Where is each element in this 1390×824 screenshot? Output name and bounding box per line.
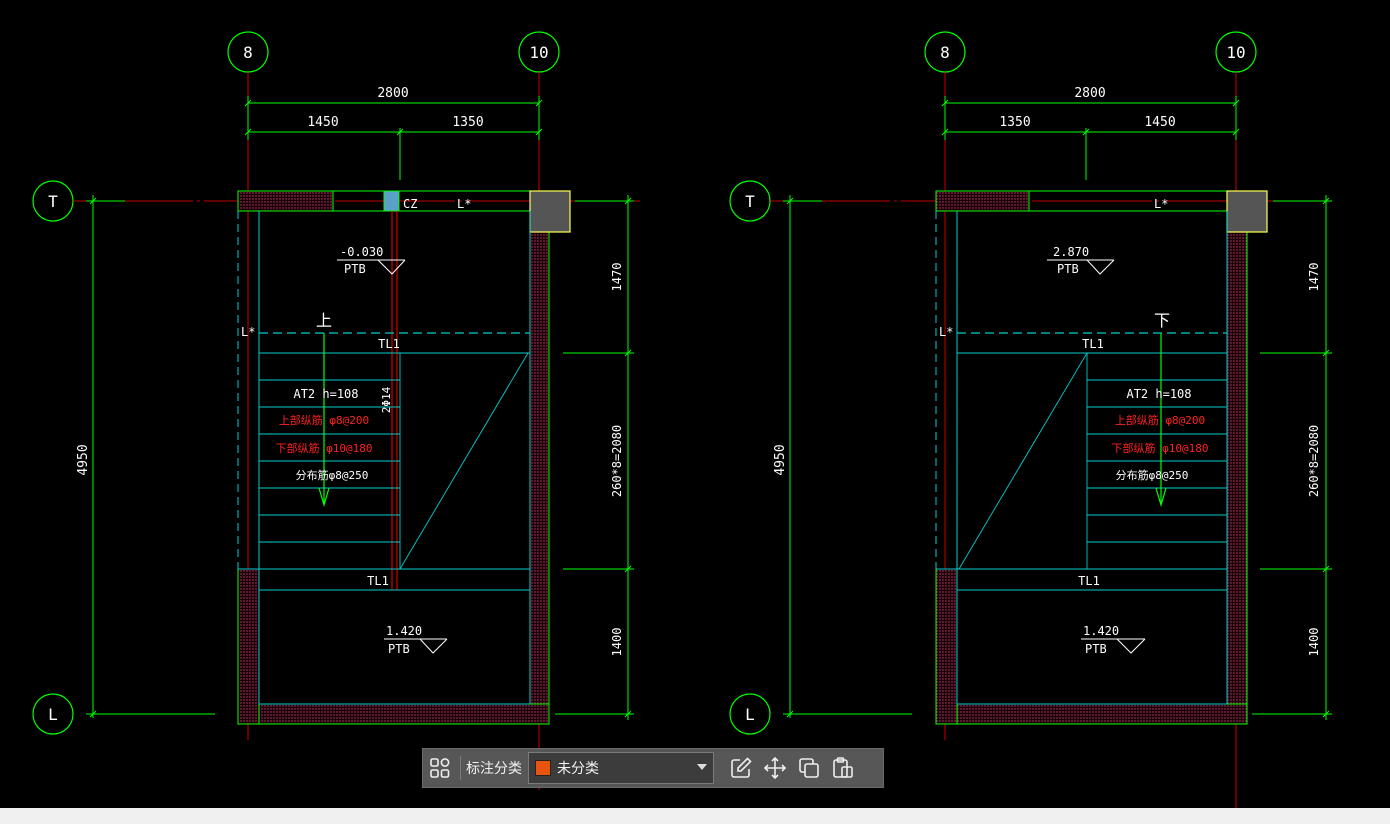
annotation-category-label: 标注分类 <box>466 761 522 777</box>
label-l-side-right: L* <box>939 325 953 339</box>
left-stair-plan: 8 10 T L 2800 <box>32 31 640 790</box>
dim-total-right: 2800 <box>1074 86 1105 101</box>
svg-text:-0.030: -0.030 <box>340 245 383 259</box>
wall-top-left-segment-right <box>935 190 1030 212</box>
svg-text:T: T <box>745 192 755 211</box>
column-cz-left <box>383 190 400 212</box>
svg-text:8: 8 <box>243 43 253 62</box>
chevron-down-icon <box>697 764 707 770</box>
dim-right-mid-left: 260*8=2080 <box>610 425 624 497</box>
column-rebar-left: 2Φ14 <box>380 386 393 413</box>
wall-bottom-right <box>935 703 1248 725</box>
axis-bubble-10-left: 10 <box>518 31 560 73</box>
tl1-bottom-label-right: TL1 <box>1078 574 1100 588</box>
svg-text:10: 10 <box>529 43 548 62</box>
svg-text:L: L <box>48 705 58 724</box>
paste-icon[interactable] <box>826 751 860 785</box>
dim-b-right: 1450 <box>1144 115 1175 130</box>
axis-bubble-t-left: T <box>32 180 74 222</box>
stair-treads-right <box>958 352 1227 570</box>
svg-text:10: 10 <box>1226 43 1245 62</box>
category-select-value: 未分类 <box>557 761 599 777</box>
elevation-top-right: 2.870 PTB <box>1047 245 1115 276</box>
rebar-top-left: 上部纵筋 φ8@200 <box>279 413 369 427</box>
dim-right-bottom-right: 1400 <box>1307 628 1321 657</box>
rebar-dist-right: 分布筋φ8@250 <box>1116 468 1189 482</box>
svg-text:PTB: PTB <box>1085 642 1107 656</box>
wall-top-left-segment <box>237 190 334 212</box>
axis-bubble-8-right: 8 <box>924 31 966 73</box>
label-l-top-left: L* <box>457 197 471 211</box>
rebar-bottom-right: 下部纵筋 φ10@180 <box>1112 441 1209 455</box>
axis-bubble-t-right: T <box>729 180 771 222</box>
dim-right-bottom-left: 1400 <box>610 628 624 657</box>
svg-text:PTB: PTB <box>344 262 366 276</box>
top-dimensions-right <box>941 96 1240 180</box>
right-vertical-dimension-right <box>1252 195 1332 720</box>
status-bar <box>0 808 1390 824</box>
right-stair-plan: 8 10 T L 2800 1350 <box>729 31 1332 808</box>
axis-bubble-l-right: L <box>729 693 771 735</box>
wall-left-lower-right <box>935 568 958 725</box>
svg-text:PTB: PTB <box>1057 262 1079 276</box>
wall-right-right <box>1226 231 1248 725</box>
rebar-top-right: 上部纵筋 φ8@200 <box>1115 413 1205 427</box>
direction-label-right: 下 <box>1154 311 1170 330</box>
wall-right-left <box>529 231 550 725</box>
elevation-bottom-right: 1.420 PTB <box>1081 624 1146 656</box>
svg-text:1.420: 1.420 <box>386 624 422 638</box>
dim-a-left: 1450 <box>307 115 338 130</box>
label-l-top-right: L* <box>1154 197 1168 211</box>
elevation-bottom-left: 1.420 PTB <box>384 624 448 656</box>
column-corner-right <box>1226 190 1268 233</box>
axis-bubble-l-left: L <box>32 693 74 735</box>
dim-right-mid-right: 260*8=2080 <box>1307 425 1321 497</box>
axis-bubble-10-right: 10 <box>1215 31 1257 73</box>
tl1-top-label-right: TL1 <box>1082 337 1104 351</box>
rebar-dist-left: 分布筋φ8@250 <box>296 468 369 482</box>
direction-label-left: 上 <box>316 311 332 330</box>
axis-bubble-8-left: 8 <box>227 31 269 73</box>
svg-text:PTB: PTB <box>388 642 410 656</box>
stair-treads-left <box>259 352 529 570</box>
svg-text:8: 8 <box>940 43 950 62</box>
label-l-side-left: L* <box>241 325 255 339</box>
left-vertical-dimension-left <box>86 195 215 718</box>
left-vertical-dimension-right <box>783 195 912 718</box>
elevation-top-left: -0.030 PTB <box>337 245 406 276</box>
dim-left-vertical-left: 4950 <box>76 444 91 475</box>
svg-text:1.420: 1.420 <box>1083 624 1119 638</box>
dim-a-right: 1350 <box>999 115 1030 130</box>
stair-arrow-left <box>318 333 330 508</box>
stair-name-right: AT2 h=108 <box>1126 387 1191 401</box>
column-corner-left <box>529 190 571 233</box>
stair-name-left: AT2 h=108 <box>293 387 358 401</box>
category-color-swatch <box>535 760 551 776</box>
grid-apps-icon[interactable] <box>423 751 457 785</box>
rebar-bottom-left: 下部纵筋 φ10@180 <box>276 441 373 455</box>
label-cz-left: CZ <box>403 197 417 211</box>
stair-arrow-right <box>1155 333 1167 508</box>
wall-bottom-left <box>237 703 550 725</box>
top-dimensions-left <box>244 96 543 180</box>
move-icon[interactable] <box>758 751 792 785</box>
annotation-toolbar: 标注分类 未分类 <box>422 748 884 788</box>
dim-right-top-right: 1470 <box>1307 263 1321 292</box>
tl1-bottom-label-left: TL1 <box>367 574 389 588</box>
annotation-category-select[interactable]: 未分类 <box>528 752 714 784</box>
svg-text:L: L <box>745 705 755 724</box>
dim-right-top-left: 1470 <box>610 263 624 292</box>
dim-b-left: 1350 <box>452 115 483 130</box>
dim-left-vertical-right: 4950 <box>773 444 788 475</box>
copy-icon[interactable] <box>792 751 826 785</box>
wall-left-lower-left <box>237 568 260 725</box>
svg-text:2.870: 2.870 <box>1053 245 1089 259</box>
tl1-top-label-left: TL1 <box>378 337 400 351</box>
toolbar-separator <box>460 756 461 780</box>
svg-text:T: T <box>48 192 58 211</box>
edit-icon[interactable] <box>724 751 758 785</box>
right-vertical-dimension-left <box>555 195 634 720</box>
dim-total-left: 2800 <box>377 86 408 101</box>
